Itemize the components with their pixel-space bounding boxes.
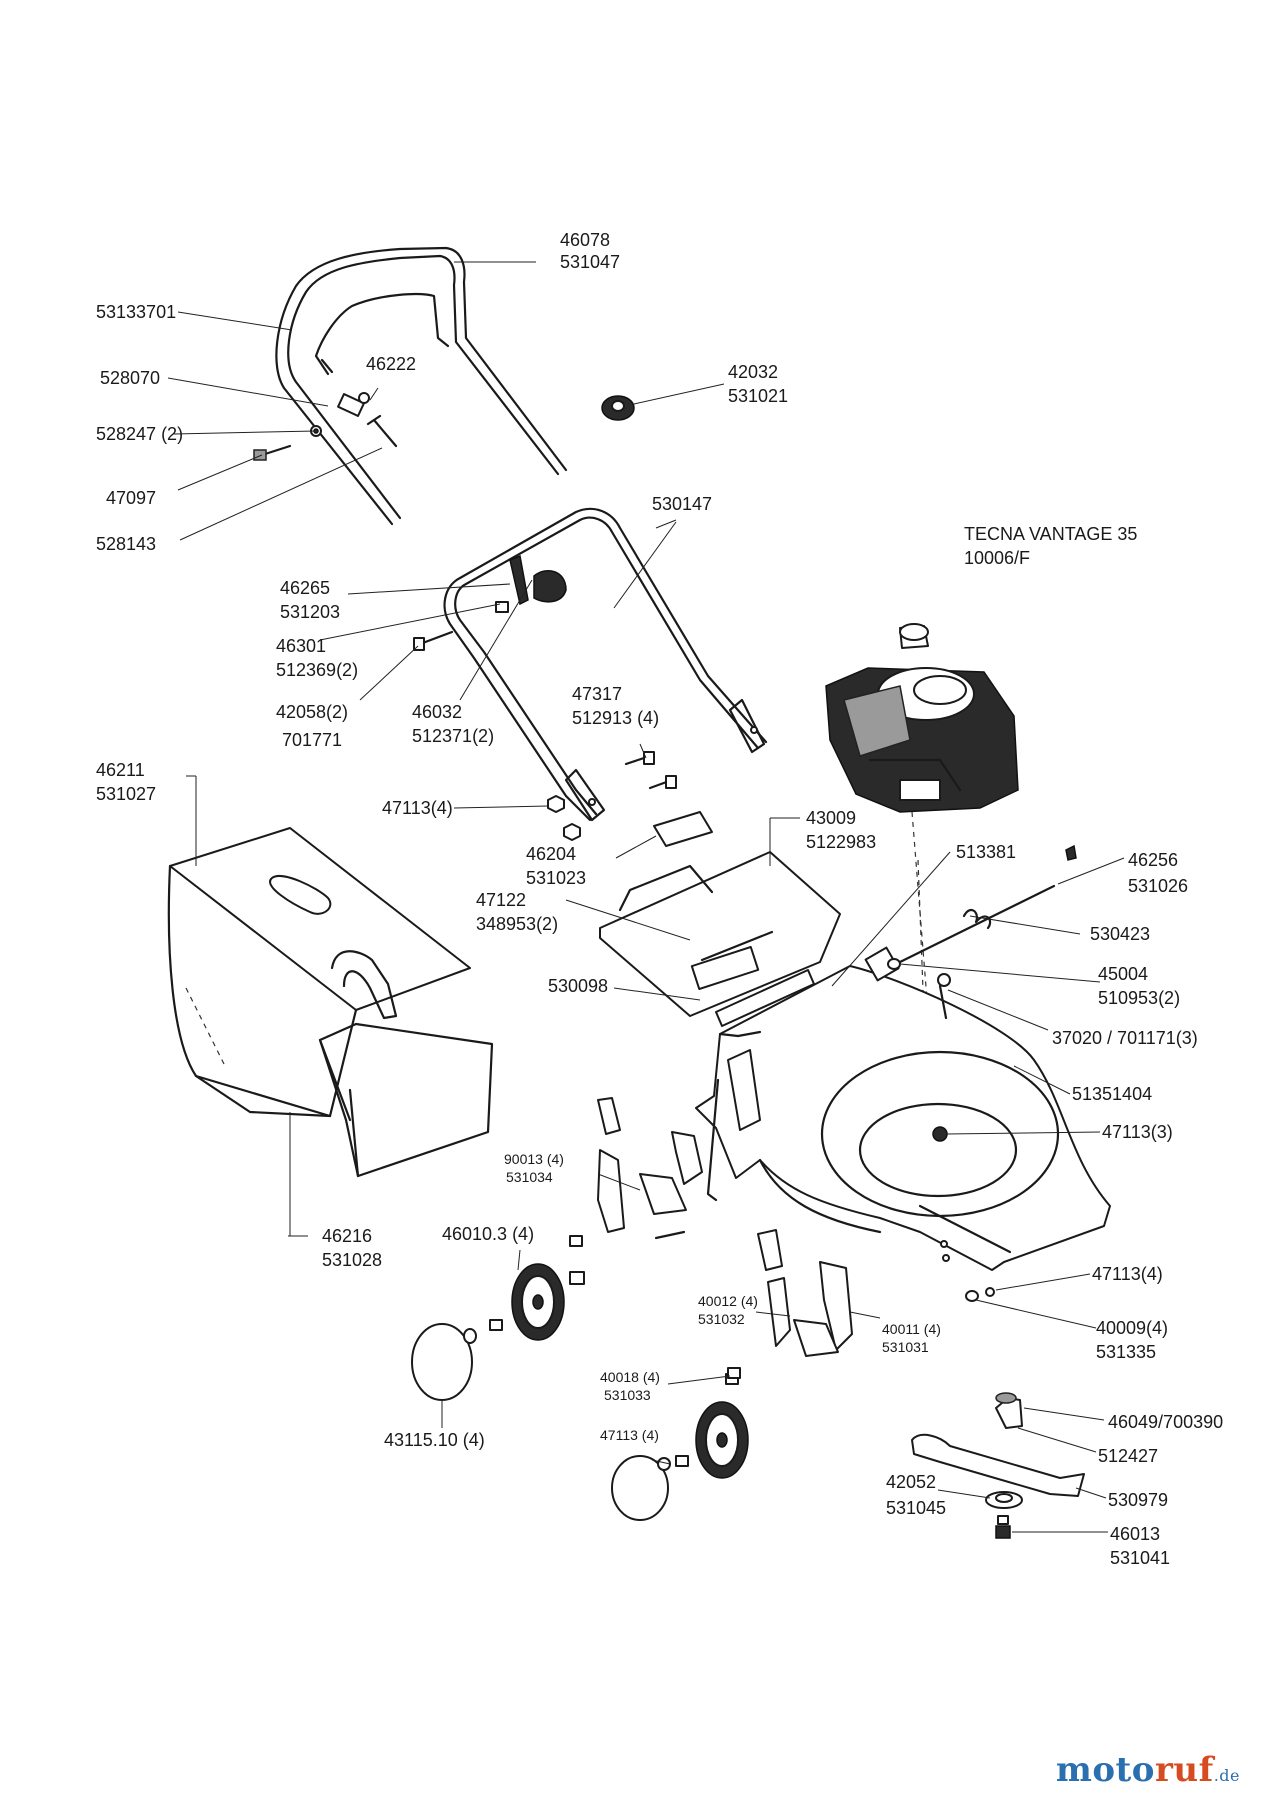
callout-530423: 530423: [1090, 924, 1150, 944]
callout-53133701: 53133701: [96, 302, 176, 322]
callout-531028: 531028: [322, 1250, 382, 1270]
callout-46204: 46204: [526, 844, 576, 864]
callout-40012: 40012 (4): [698, 1293, 758, 1309]
callout-530147: 530147: [652, 494, 712, 514]
engine-tecna-vantage-35: [825, 623, 1019, 813]
callout-47122: 47122: [476, 890, 526, 910]
callout-46078: 46078: [560, 230, 610, 250]
callout-46010: 46010.3 (4): [442, 1224, 534, 1244]
callout-51351404: 51351404: [1072, 1084, 1152, 1104]
callout-42032: 42032: [728, 362, 778, 382]
leader-lines: [167, 261, 1125, 1533]
callout-531023: 531023: [526, 868, 586, 888]
callout-47113-wheel: 47113 (4): [600, 1427, 659, 1443]
brand-logo: motoruf.de: [1056, 1750, 1240, 1790]
brand-part-3: .de: [1213, 1766, 1240, 1785]
callout-512371: 512371(2): [412, 726, 494, 746]
brand-part-2: ruf: [1154, 1750, 1214, 1790]
callout-510953: 510953(2): [1098, 988, 1180, 1008]
callout-40009: 40009(4): [1096, 1318, 1168, 1338]
height-adjusters-left: [597, 1097, 703, 1240]
callout-37020: 37020 / 701171(3): [1052, 1028, 1198, 1048]
callout-43009: 43009: [806, 808, 856, 828]
callout-512427: 512427: [1098, 1446, 1158, 1466]
callout-5122983: 5122983: [806, 832, 876, 852]
callout-47317: 47317: [572, 684, 622, 704]
callout-47113-handle: 47113(4): [382, 798, 453, 818]
callout-528247: 528247 (2): [96, 424, 183, 444]
callout-531045: 531045: [886, 1498, 946, 1518]
callout-513381: 513381: [956, 842, 1016, 862]
callout-531335: 531335: [1096, 1342, 1156, 1362]
callout-90013: 90013 (4): [504, 1151, 564, 1167]
callout-531033: 531033: [604, 1387, 651, 1403]
callout-348953: 348953(2): [476, 914, 558, 934]
brand-part-1: moto: [1055, 1750, 1155, 1790]
callout-531047: 531047: [560, 252, 620, 272]
callout-46222: 46222: [366, 354, 416, 374]
callout-47097: 47097: [106, 488, 156, 508]
callout-46013: 46013: [1110, 1524, 1160, 1544]
bolt-40018: [727, 1367, 741, 1379]
callout-46265: 46265: [280, 578, 330, 598]
washer-40009: [965, 1290, 979, 1302]
callout-531041: 531041: [1110, 1548, 1170, 1568]
callout-46301: 46301: [276, 636, 326, 656]
callout-531021: 531021: [728, 386, 788, 406]
callout-531027: 531027: [96, 784, 156, 804]
callout-40018: 40018 (4): [600, 1369, 660, 1385]
blade-assembly: [911, 1392, 1085, 1539]
callout-47113-deck: 47113(3): [1102, 1122, 1173, 1142]
callout-46216: 46216: [322, 1226, 372, 1246]
knob-42032: [601, 395, 635, 421]
height-adjusters-right: [757, 1229, 853, 1357]
throttle-cable: [887, 844, 1077, 1020]
clamp-lever: [495, 554, 567, 613]
callout-42052: 42052: [886, 1472, 936, 1492]
callout-512913: 512913 (4): [572, 708, 659, 728]
callout-528143: 528143: [96, 534, 156, 554]
callout-512369: 512369(2): [276, 660, 358, 680]
hubcap-front: [611, 1455, 671, 1521]
upper-handle: [275, 246, 568, 526]
callout-701771: 701771: [282, 730, 342, 750]
callout-530098: 530098: [548, 976, 608, 996]
handle-bolts: [413, 630, 677, 841]
grass-catcher: [167, 827, 494, 1178]
callout-530979: 530979: [1108, 1490, 1168, 1510]
callout-43115: 43115.10 (4): [384, 1430, 485, 1450]
callout-42058: 42058(2): [276, 702, 348, 722]
callout-531032: 531032: [698, 1311, 745, 1327]
callout-531034: 531034: [506, 1169, 553, 1185]
mower-deck: [695, 946, 1111, 1271]
engine-name: TECNA VANTAGE 35: [964, 524, 1137, 544]
handle-hardware-upper: [253, 392, 398, 461]
callout-46049: 46049/700390: [1108, 1412, 1223, 1432]
lower-handle: [443, 507, 768, 822]
callout-46032: 46032: [412, 702, 462, 722]
callout-45004: 45004: [1098, 964, 1148, 984]
hubcap-43115: [411, 1323, 477, 1401]
callout-47113-side: 47113(4): [1092, 1264, 1163, 1284]
engine-code: 10006/F: [964, 548, 1030, 568]
callout-528070: 528070: [100, 368, 160, 388]
wheel-right-front: [675, 1373, 749, 1479]
callout-46256: 46256: [1128, 850, 1178, 870]
callout-40011: 40011 (4): [882, 1321, 941, 1337]
callout-531203: 531203: [280, 602, 340, 622]
callout-531031: 531031: [882, 1339, 929, 1355]
callout-46211: 46211: [96, 760, 145, 780]
callout-531026: 531026: [1128, 876, 1188, 896]
wheel-left-rear: [489, 1235, 585, 1341]
callout-labels: 46078 531047 53133701 46222 528070 52824…: [96, 230, 1223, 1568]
